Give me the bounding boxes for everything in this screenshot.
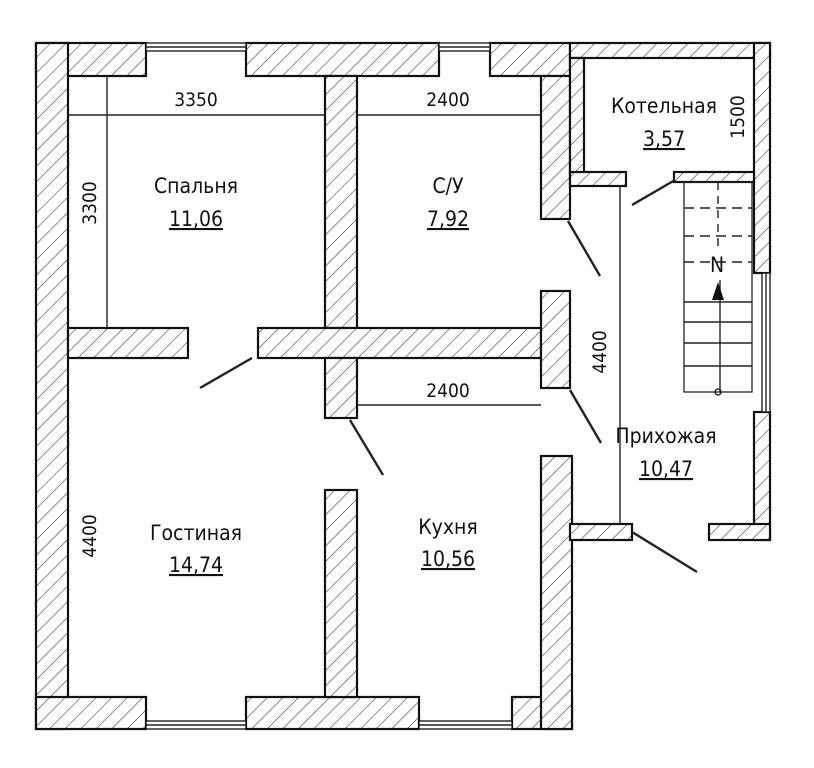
dimension-lines [68,76,621,524]
room-area-bathroom: 7,92 [427,207,469,231]
dim-hall-height: 4400 [589,330,611,374]
room-area-living: 14,74 [169,553,223,577]
dim-bath-width: 2400 [426,89,470,111]
outer-walls [34,41,772,731]
dim-boiler-height: 1500 [727,95,749,139]
windows [145,42,771,730]
dim-living-height: 4400 [79,514,101,558]
room-area-boiler: 3,57 [643,127,685,151]
staircase: N [683,181,753,396]
room-name-bedroom: Спальня [154,174,238,198]
dimension-labels: 3350 2400 2400 3300 4400 4400 1500 [79,89,749,558]
room-labels: Спальня 11,06 С/У 7,92 Котельная 3,57 Го… [150,94,717,577]
room-name-living: Гостиная [150,521,242,545]
interior-walls [66,56,756,699]
doors [199,178,698,574]
stair-marker: N [710,253,724,277]
room-name-boiler: Котельная [611,94,717,118]
room-name-kitchen: Кухня [418,515,477,539]
room-name-hallway: Прихожая [615,424,716,448]
room-area-hallway: 10,47 [639,457,693,481]
dim-bedroom-height: 3300 [79,181,101,225]
room-area-kitchen: 10,56 [421,547,475,571]
dim-kitchen-width: 2400 [426,380,470,402]
dim-bedroom-width: 3350 [174,89,218,111]
room-area-bedroom: 11,06 [169,207,223,231]
room-name-bathroom: С/У [432,174,464,198]
